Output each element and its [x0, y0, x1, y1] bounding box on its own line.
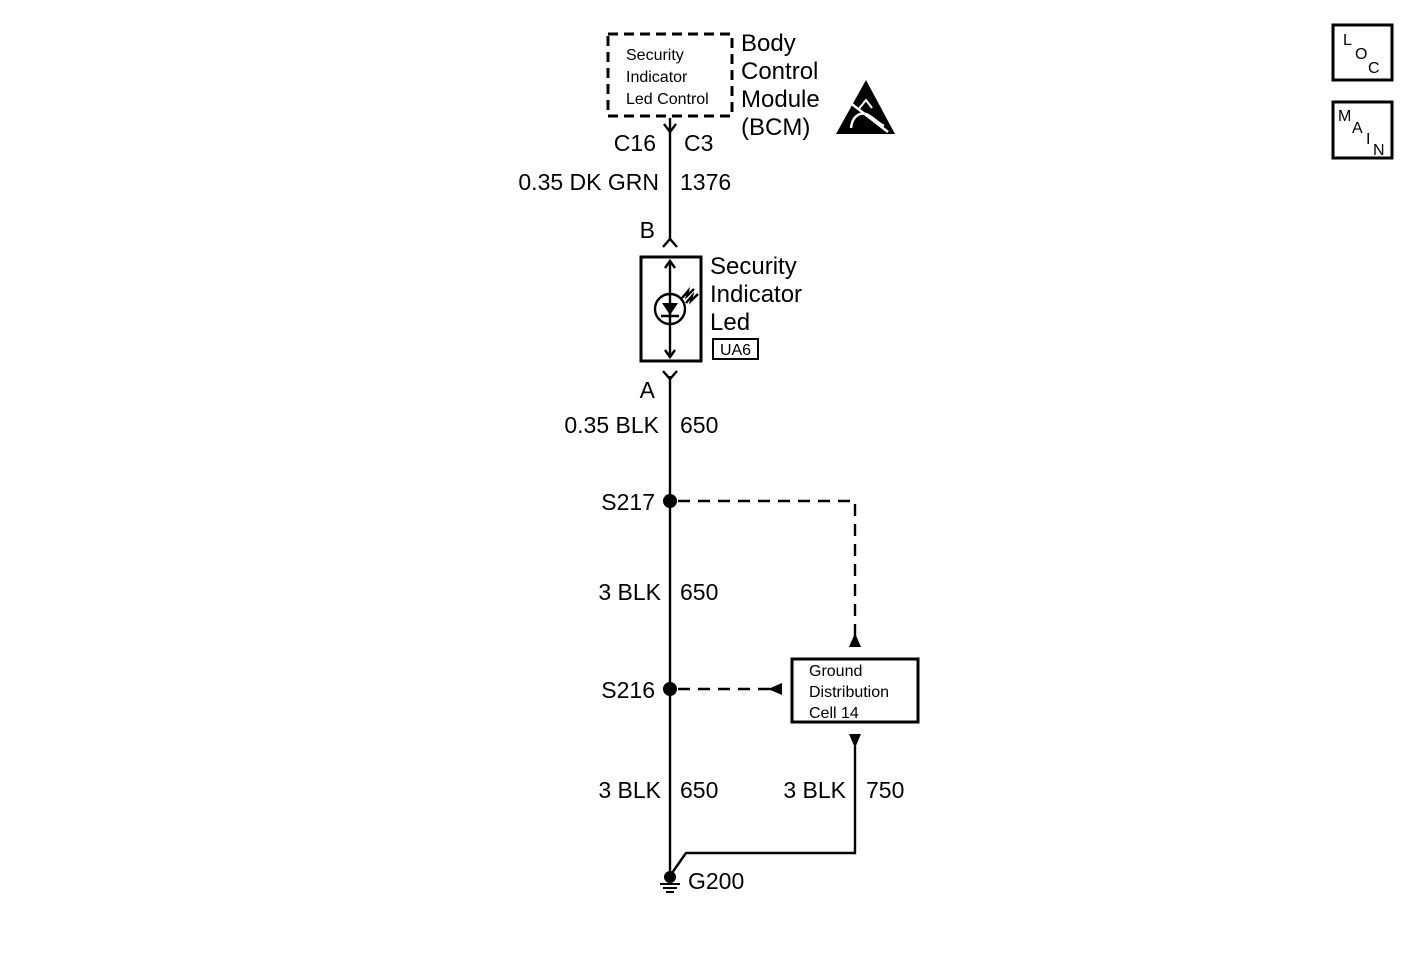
led-diode-icon: [653, 258, 699, 360]
main-letter-m: M: [1338, 108, 1351, 125]
splice-s216-dot: [663, 682, 677, 696]
bcm-inner-line-3: Led Control: [626, 91, 709, 108]
ground-distribution-line-1: Ground: [809, 663, 862, 680]
led-name-line-1: Security: [710, 253, 797, 280]
main-letter-a: A: [1352, 120, 1363, 137]
dashed-link-s217-ground-distribution: [678, 499, 857, 636]
wire-650-middle-circuit: 650: [680, 579, 718, 605]
bcm-inner-line-2: Indicator: [626, 69, 688, 86]
bcm-name-line-4: (BCM): [741, 114, 810, 141]
splice-s217: S217: [601, 489, 677, 515]
main-button[interactable]: M A I N: [1331, 100, 1394, 160]
loc-letter-l: L: [1343, 32, 1352, 49]
wire-750: [671, 746, 857, 874]
wire-1376-circuit: 1376: [680, 169, 731, 195]
led-terminal-b-mark: [662, 237, 678, 248]
loc-button[interactable]: L O C: [1331, 23, 1394, 82]
bcm-name-line-3: Module: [741, 86, 820, 113]
ground-distribution-frame[interactable]: [790, 657, 920, 724]
led-badge-box: [712, 338, 759, 360]
splice-s217-dot: [663, 494, 677, 508]
wire-1376-gauge-color: 0.35 DK GRN: [518, 169, 659, 195]
wire-650-middle-gauge-color: 3 BLK: [598, 579, 661, 605]
arrow-left-icon: [768, 683, 782, 695]
ground-distribution-line-2: Distribution: [809, 684, 889, 701]
ground-label: G200: [688, 868, 744, 894]
led-terminal-a-mark: [662, 370, 678, 381]
wire-750-circuit: 750: [866, 777, 904, 803]
main-button-icon: M A I N: [1338, 108, 1385, 159]
bcm-dashed-box: [606, 32, 734, 118]
splice-s216: S216: [601, 677, 677, 703]
wire-650-upper-gauge-color: 0.35 BLK: [564, 412, 659, 438]
ground-distribution-line-3: Cell 14: [809, 705, 859, 722]
main-button-frame[interactable]: [1331, 100, 1394, 160]
loc-button-frame[interactable]: [1331, 23, 1394, 82]
main-letter-i: I: [1366, 131, 1370, 148]
wire-650-lower-gauge-color: 3 BLK: [598, 777, 661, 803]
led-terminal-b-label: B: [640, 217, 655, 243]
loc-letter-o: O: [1355, 46, 1367, 63]
splice-s217-label: S217: [601, 489, 655, 515]
bcm-name-line-2: Control: [741, 58, 818, 85]
led-badge: UA6: [720, 342, 751, 359]
bcm-name-line-1: Body: [741, 30, 796, 57]
esd-sensitive-icon: [836, 80, 895, 134]
bcm-pin-label: C3: [684, 130, 713, 156]
wire-750-gauge-color: 3 BLK: [783, 777, 846, 803]
led-terminal-a-label: A: [640, 377, 656, 403]
wire-650-upper-circuit: 650: [680, 412, 718, 438]
splice-s216-label: S216: [601, 677, 655, 703]
main-letter-n: N: [1373, 142, 1385, 159]
bcm-connector-label: C16: [614, 130, 656, 156]
led-name-line-2: Indicator: [710, 281, 802, 308]
security-indicator-led: B A Security Indicator Led UA6: [639, 217, 802, 403]
arrow-up-icon: [849, 633, 861, 647]
bcm-module: Security Indicator Led Control Body Cont…: [606, 30, 820, 141]
loc-letter-c: C: [1368, 60, 1380, 77]
led-name-line-3: Led: [710, 309, 750, 336]
ground-dot: [664, 871, 676, 883]
ground-g200: G200: [660, 868, 744, 894]
arrow-down-icon: [849, 734, 861, 748]
wire-650-lower-circuit: 650: [680, 777, 718, 803]
ground-distribution-box[interactable]: Ground Distribution Cell 14: [790, 657, 920, 724]
bcm-inner-line-1: Security: [626, 47, 684, 64]
bcm-connector: C16 C3: [614, 123, 713, 156]
loc-button-icon: L O C: [1343, 32, 1380, 77]
ground-icon: [660, 883, 680, 893]
